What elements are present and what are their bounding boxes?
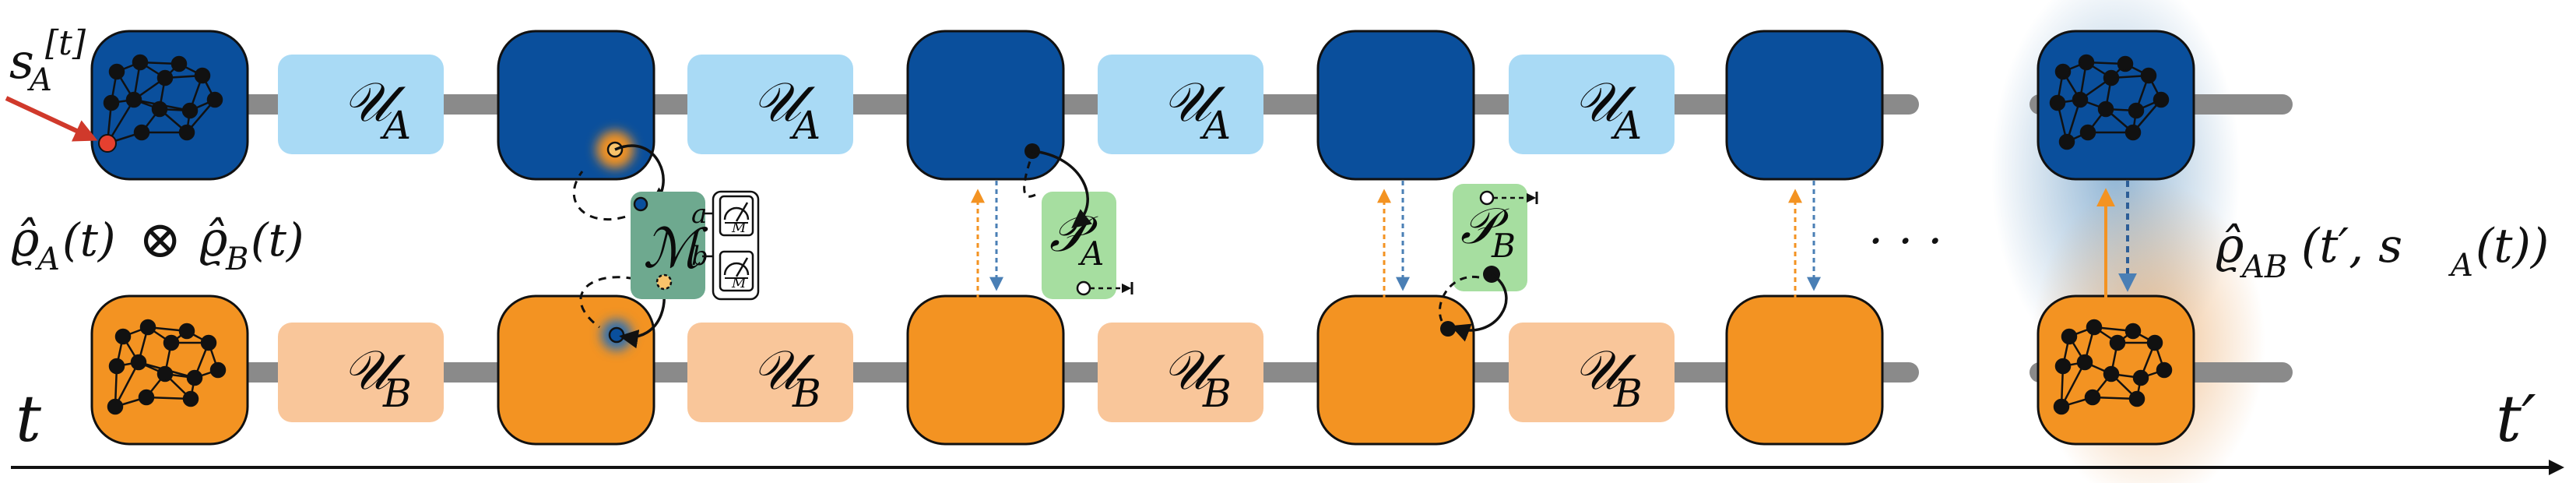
measurement-arc-b-in xyxy=(579,276,648,329)
state-label: s [t] A xyxy=(9,23,86,98)
pointer-arrow xyxy=(5,96,98,142)
svg-text:(t): (t) xyxy=(62,213,116,266)
projection-dash-b xyxy=(1438,275,1480,322)
state-b-5 xyxy=(1725,294,1884,446)
svg-text:A: A xyxy=(2448,248,2473,284)
unitary-a-2: 𝒰 A xyxy=(687,55,853,154)
unitary-b-1: 𝒰 B xyxy=(278,323,444,422)
projection-arc-a xyxy=(1031,150,1092,229)
unitary-b-2: 𝒰 B xyxy=(687,323,853,422)
projection-point-b xyxy=(1440,321,1456,337)
svg-text:B: B xyxy=(1491,227,1516,265)
svg-text:A: A xyxy=(1611,103,1642,148)
time-end-label: t′ xyxy=(2496,383,2536,457)
svg-text:ϱ̂: ϱ̂ xyxy=(199,210,227,267)
final-coupling-arrows xyxy=(2096,181,2137,298)
svg-text:ϱ̂: ϱ̂ xyxy=(2216,217,2244,273)
state-b-3 xyxy=(906,294,1065,446)
unitary-b-4: 𝒰 B xyxy=(1509,323,1675,422)
unitary-b-3: 𝒰 B xyxy=(1098,323,1263,422)
svg-text:B: B xyxy=(225,242,248,277)
svg-text:s: s xyxy=(9,33,34,90)
state-a-1 xyxy=(90,30,249,181)
svg-text:B: B xyxy=(1202,371,1232,416)
pointer-node xyxy=(98,134,117,153)
state-a-3 xyxy=(906,30,1065,181)
svg-text:A: A xyxy=(34,242,60,277)
svg-text:[t]: [t] xyxy=(45,23,86,63)
svg-text:AB: AB xyxy=(2239,249,2287,285)
svg-text:B: B xyxy=(382,371,412,416)
network-graph-b-initial xyxy=(107,319,227,415)
measurement-point-b xyxy=(608,326,625,344)
unitary-a-3: 𝒰 A xyxy=(1098,55,1263,154)
svg-text:(t′, s: (t′, s xyxy=(2301,219,2402,273)
svg-text:ℳ: ℳ xyxy=(643,217,708,280)
state-b-4 xyxy=(1316,294,1475,446)
svg-text:(t)): (t)) xyxy=(2476,219,2549,273)
projector-b: 𝒫 B xyxy=(1453,184,1538,291)
svg-text:a: a xyxy=(691,199,707,230)
time-start-label: t xyxy=(16,383,42,457)
svg-text:b: b xyxy=(691,241,708,272)
svg-text:A: A xyxy=(26,62,52,98)
ellipsis: · · · xyxy=(1868,214,1942,269)
network-graph-b-final xyxy=(2053,319,2173,415)
projection-dash-a xyxy=(1023,158,1036,198)
state-b-2 xyxy=(497,294,655,446)
svg-text:A: A xyxy=(1077,234,1104,273)
network-graph-a-initial xyxy=(103,54,223,145)
svg-text:M: M xyxy=(731,275,747,291)
svg-text:B: B xyxy=(792,371,821,416)
network-graph-a-final xyxy=(2049,54,2170,150)
measurement-arc-a-in xyxy=(572,171,639,221)
initial-state-label: ϱ̂ A (t) ⊗ ϱ̂ B (t) xyxy=(11,210,304,277)
svg-text:A: A xyxy=(380,103,411,148)
svg-text:⊗: ⊗ xyxy=(139,210,181,270)
state-a-final xyxy=(2037,30,2195,181)
feedback-arrows xyxy=(971,181,1821,299)
svg-text:(t): (t) xyxy=(251,213,304,266)
svg-text:ϱ̂: ϱ̂ xyxy=(11,210,39,267)
svg-text:B: B xyxy=(1613,371,1643,416)
unitary-a-4: 𝒰 A xyxy=(1509,55,1675,154)
state-a-5 xyxy=(1725,30,1884,181)
measurement-operator: ℳ a b M M xyxy=(631,190,760,301)
final-state-label: ϱ̂ AB (t′, s A (t)) xyxy=(2216,217,2549,285)
projection-arc-b xyxy=(1450,273,1508,342)
svg-text:A: A xyxy=(789,103,821,148)
state-a-4 xyxy=(1316,30,1475,181)
svg-text:M: M xyxy=(731,220,747,236)
meter-icon xyxy=(719,195,754,292)
svg-text:A: A xyxy=(1200,103,1231,148)
unitary-a-1: 𝒰 A xyxy=(278,55,444,154)
